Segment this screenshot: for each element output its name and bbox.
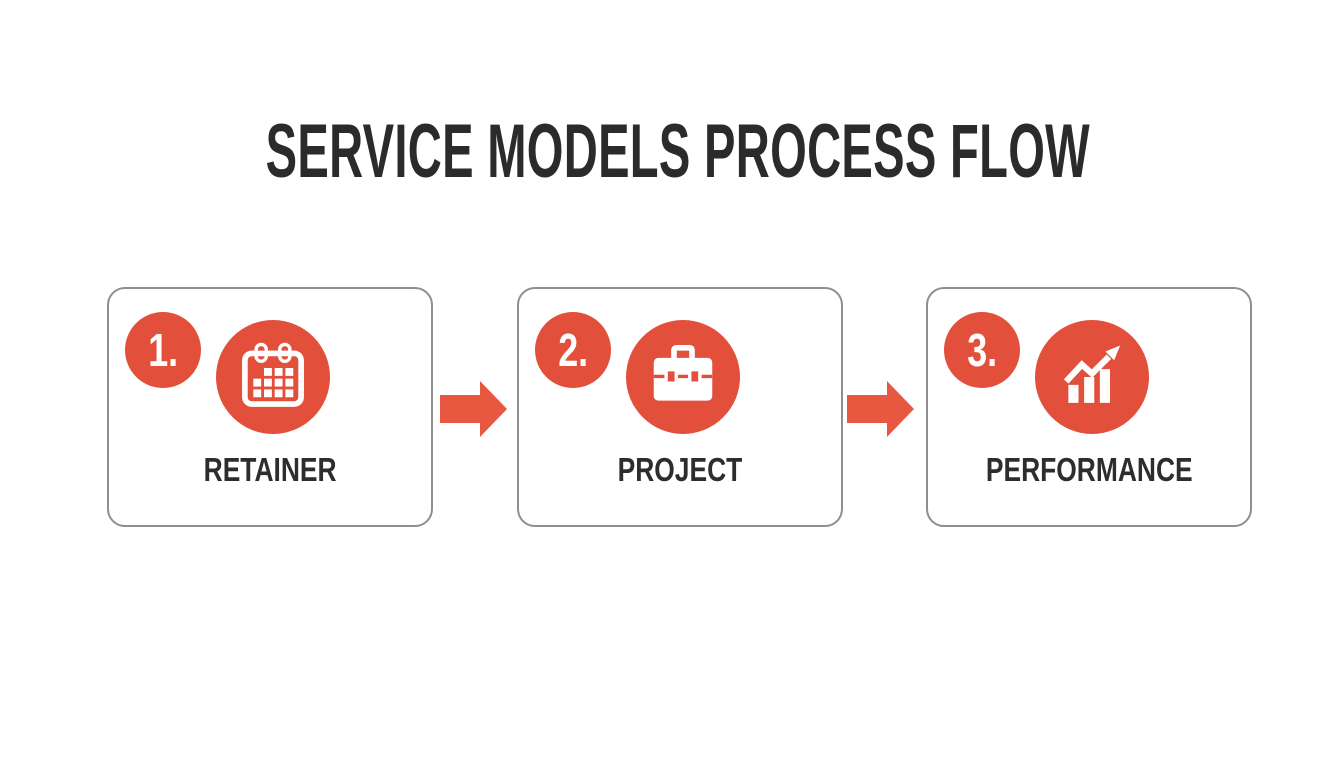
step-2-label: PROJECT: [519, 453, 841, 487]
step-1-number-badge: 1.: [125, 312, 201, 388]
step-2-number-badge: 2.: [535, 312, 611, 388]
arrow-right-svg: [847, 381, 914, 437]
step-card-performance: 3. PERFORMANCE: [926, 287, 1252, 527]
arrow-right-icon: [440, 380, 508, 438]
arrow-right-svg: [440, 381, 507, 437]
page-title: SERVICE MODELS PROCESS FLOW: [0, 112, 1344, 192]
briefcase-icon: [626, 320, 740, 434]
step-1-label-text: RETAINER: [203, 451, 337, 488]
briefcase-icon-svg: [653, 344, 713, 401]
growth-chart-icon: [1035, 320, 1149, 434]
page-title-text: SERVICE MODELS PROCESS FLOW: [265, 109, 1091, 194]
growth-chart-icon-svg: [1063, 345, 1121, 403]
arrow-right-icon: [847, 380, 915, 438]
step-3-label-text: PERFORMANCE: [985, 451, 1193, 488]
calendar-icon: [216, 320, 330, 434]
step-2-label-text: PROJECT: [617, 451, 743, 488]
calendar-icon-svg: [242, 342, 304, 407]
step-3-label: PERFORMANCE: [928, 453, 1250, 487]
step-3-number-badge: 3.: [944, 312, 1020, 388]
step-3-number: 3.: [967, 324, 997, 376]
step-card-project: 2. PROJECT: [517, 287, 843, 527]
step-2-number: 2.: [558, 324, 588, 376]
step-1-number: 1.: [148, 324, 178, 376]
step-card-retainer: 1. RETAINER: [107, 287, 433, 527]
step-1-label: RETAINER: [109, 453, 431, 487]
